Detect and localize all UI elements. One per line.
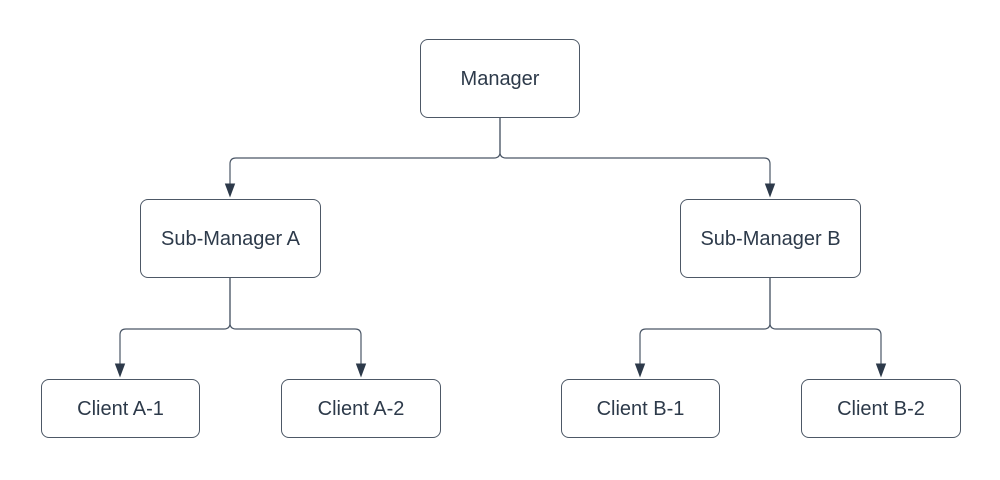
arrowhead-client-b2 [875,363,887,378]
arrowhead-sub-manager-a [224,183,236,198]
node-sub-manager-a: Sub-Manager A [140,199,321,278]
connector-manager-sub-manager-a [229,118,501,184]
node-manager-label: Manager [460,67,540,90]
connector-sub-manager-a-client-a2 [229,278,362,364]
node-client-b1-label: Client B-1 [596,397,685,420]
node-client-a2: Client A-2 [281,379,441,438]
node-client-a1-label: Client A-1 [77,397,164,420]
arrowhead-client-b1 [634,363,646,378]
arrowhead-sub-manager-b [764,183,776,198]
node-manager: Manager [420,39,580,118]
node-client-b1: Client B-1 [561,379,720,438]
arrowhead-client-a1 [114,363,126,378]
connector-sub-manager-b-client-b1 [639,278,771,364]
node-sub-manager-b: Sub-Manager B [680,199,861,278]
node-client-a2-label: Client A-2 [317,397,405,420]
arrowhead-client-a2 [355,363,367,378]
connector-sub-manager-b-client-b2 [769,278,882,364]
node-client-b2: Client B-2 [801,379,961,438]
node-sub-manager-a-label: Sub-Manager A [161,227,300,250]
node-sub-manager-b-label: Sub-Manager B [700,227,841,250]
node-client-a1: Client A-1 [41,379,200,438]
connector-sub-manager-a-client-a1 [119,278,231,364]
connector-manager-sub-manager-b [499,118,771,184]
node-client-b2-label: Client B-2 [837,397,925,420]
